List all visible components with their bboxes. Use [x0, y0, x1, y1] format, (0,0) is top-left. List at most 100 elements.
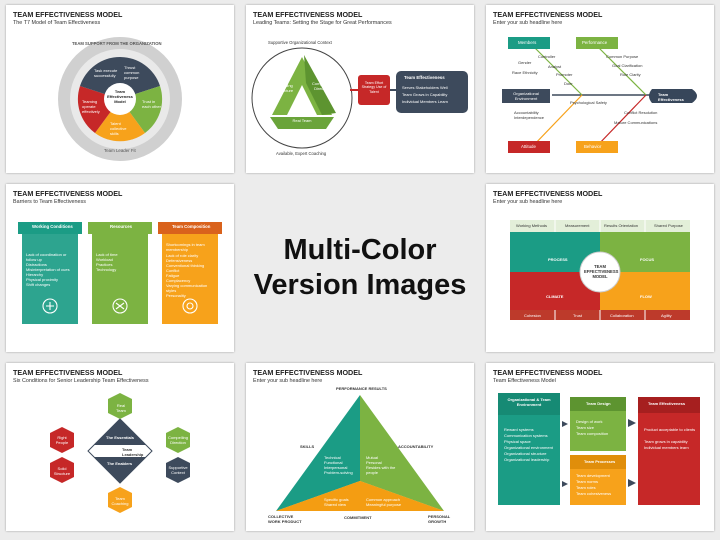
fishbone-graphic	[502, 37, 697, 153]
hex-label: Team Coaching	[111, 496, 129, 506]
column-item: Shift changes	[26, 282, 51, 287]
org-item: Organizational leadership	[504, 457, 550, 462]
fishbone-label: Conflict Resolution	[624, 110, 658, 115]
slide-six-conditions[interactable]: TEAM EFFECTIVENESS MODEL Six Conditions …	[6, 363, 234, 531]
panel-item: Serves Stakeholders Well	[402, 85, 448, 90]
column-item: Lack of time	[96, 252, 118, 257]
leadership-label: Team Leadership	[122, 447, 144, 457]
triangle-item: Personal	[366, 460, 382, 465]
quadrant-label: FOCUS	[640, 257, 654, 262]
column-body	[92, 234, 148, 324]
column-item: Physical proximity	[26, 277, 59, 282]
quadrant-graphic	[510, 220, 690, 320]
column-item: Personality	[166, 293, 186, 298]
quadrant-label: PROCESS	[548, 257, 568, 262]
segment-label: Task execute successfully	[94, 68, 118, 78]
segment-label: Enabling Structure	[276, 83, 294, 93]
column-item: Workload	[96, 257, 113, 262]
top-tab: Measurement	[565, 223, 590, 228]
t7-wheel-graphic	[58, 37, 182, 161]
column-item: Conflict	[166, 268, 180, 273]
slide-flow-model[interactable]: TEAM EFFECTIVENESS MODEL Team Effectiven…	[486, 363, 714, 531]
team-eff-box: Team Effectiveness	[658, 92, 684, 102]
segment-label: Thrust common purpose	[124, 65, 140, 80]
hex-label: Supportive Context	[168, 465, 188, 475]
slide-triangle[interactable]: TEAM EFFECTIVENESS MODEL Enter your sub …	[246, 363, 474, 531]
segment-label: Talent collective skills	[110, 121, 127, 136]
process-item: Team cohesiveness	[576, 491, 612, 496]
process-header: Team Processes	[584, 459, 616, 464]
org-item: Organizational environment	[504, 445, 553, 450]
column-item: Conventional thinking	[166, 263, 205, 268]
quadrant-center-label: TEAM EFFECTIVENESS MODEL	[584, 264, 619, 280]
top-tab: Shared Purpose	[654, 223, 683, 228]
slide-title: TEAM EFFECTIVENESS MODEL	[13, 368, 123, 377]
fishbone-label: Analyst	[548, 64, 562, 69]
effort-box: Team Effort Strategy Use of Talent	[361, 81, 387, 94]
bottom-tab: Collaboration	[610, 313, 634, 318]
triangle-item: Interpersonal	[324, 465, 348, 470]
fishbone-label: Doer	[564, 81, 573, 86]
column-item: Varying communication styles	[166, 283, 208, 293]
quadrant-label: CLIMATE	[546, 294, 564, 299]
slide-subtitle: Barriers to Team Effectiveness	[13, 199, 86, 205]
triangle-item: Mutual	[366, 455, 379, 460]
column-header	[158, 222, 222, 234]
triangle-item: Specific goals	[324, 497, 349, 502]
process-item: Team development	[576, 473, 610, 478]
process-item: Team roles	[576, 485, 596, 490]
slide-subtitle: Team Effectiveness Model	[493, 378, 556, 384]
segment-label: Teaming operate effectively	[82, 99, 100, 114]
fishbone-label: Common Purpose	[606, 54, 639, 59]
bottom-tab: Agility	[661, 313, 672, 318]
slide-subtitle: Enter your sub headline here	[493, 20, 563, 26]
column-item: Fatigue	[166, 273, 180, 278]
essentials-label: The Essentials	[106, 435, 135, 440]
six-conditions-graphic	[50, 393, 190, 513]
ring-label: TEAM SUPPORT FROM THE ORGANIZATION	[72, 41, 162, 46]
column-item: Shortcomings in team membership	[166, 242, 205, 252]
slide-title: TEAM EFFECTIVENESS MODEL	[493, 10, 603, 19]
org-item: Organizational structure	[504, 451, 547, 456]
context-label: Supportive Organizational Context	[268, 40, 332, 45]
slide-fishbone[interactable]: TEAM EFFECTIVENESS MODEL Enter your sub …	[486, 5, 714, 173]
triangle-item: Shared view	[324, 502, 347, 507]
members-box: Members	[518, 40, 537, 45]
hex-label: Real Team	[116, 403, 126, 413]
hex-label: Solid Structure	[53, 466, 71, 476]
column-item: Lack of coordination or follow up	[26, 252, 67, 262]
flow-graphic	[498, 393, 700, 505]
top-tab: Results Orientation	[604, 223, 639, 228]
panel-item: Team Grows in Capability	[402, 92, 448, 97]
slide-t7-model[interactable]: TEAM EFFECTIVENESS MODEL The T7 Model of…	[6, 5, 234, 173]
column-item: Distractions	[26, 262, 47, 267]
segment-label: Trust in each other	[142, 99, 161, 109]
slide-leading-teams[interactable]: TEAM EFFECTIVENESS MODEL Leading Teams: …	[246, 5, 474, 173]
slide-quadrant-model[interactable]: TEAM EFFECTIVENESS MODEL Enter your sub …	[486, 184, 714, 352]
column-item: Technology	[96, 267, 117, 272]
attitude-box: Attitude	[521, 144, 536, 149]
slide-barriers[interactable]: TEAM EFFECTIVENESS MODEL Barriers to Tea…	[6, 184, 234, 352]
org-header: Organizational & Team Environment	[507, 397, 551, 407]
org-item: Communication systems	[504, 433, 548, 438]
slide-title: TEAM EFFECTIVENESS MODEL	[13, 10, 123, 19]
vertex-label: PERSONAL GROWTH	[428, 514, 451, 524]
segment-label: Real Team	[292, 118, 312, 123]
bottom-ring-label: Team Leader Fit	[104, 148, 136, 153]
top-tab: Working Methods	[516, 223, 548, 228]
column-item: Defensiveness	[166, 258, 193, 263]
performance-box: Performance	[582, 40, 608, 45]
design-item: Team size	[576, 425, 595, 430]
slide-subtitle: Leading Teams: Setting the Stage for Gre…	[253, 20, 392, 26]
triangle-cycle-graphic	[251, 47, 468, 149]
column-item: Lack of role clarity	[166, 253, 199, 258]
slide-title: TEAM EFFECTIVENESS MODEL	[493, 368, 603, 377]
slide-title: TEAM EFFECTIVENESS MODEL	[13, 189, 123, 198]
eff-item: Product acceptable to clients	[644, 427, 696, 432]
bottom-tab: Cohesion	[524, 313, 541, 318]
hex-label: Right People	[55, 435, 69, 445]
banner-line: Version Images	[253, 269, 467, 301]
org-env-box: Organizational Environment	[513, 91, 539, 101]
eff-header: Team Effectiveness	[648, 401, 686, 406]
fishbone-label: Controller	[538, 54, 556, 59]
